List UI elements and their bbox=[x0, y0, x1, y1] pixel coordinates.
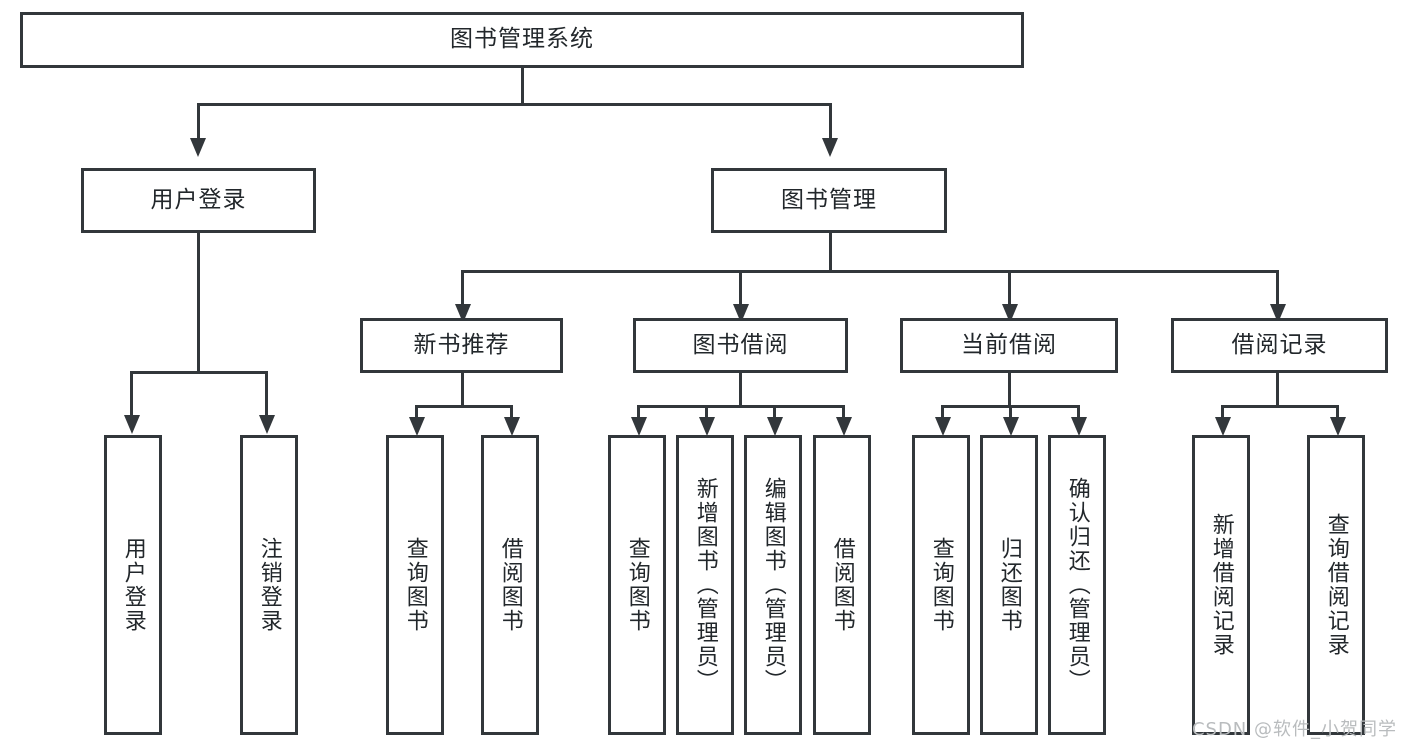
leaf-add-book-label: 新增图书（管理员） bbox=[692, 477, 718, 693]
leaf-query-book-1-label: 查询图书 bbox=[402, 537, 428, 633]
leaf-query-book-1[interactable]: 查询图书 bbox=[386, 435, 444, 735]
arrow-borrow-to-leaf2 bbox=[699, 417, 715, 436]
arrow-current-to-leaf2 bbox=[1003, 417, 1019, 436]
node-user-login[interactable]: 用户登录 bbox=[81, 168, 316, 233]
watermark: CSDN @软件_小贺同学 bbox=[1191, 719, 1397, 740]
edge-bookmgmt-to-c4 bbox=[1276, 270, 1279, 304]
arrow-login-to-leaf1 bbox=[124, 415, 140, 434]
leaf-confirm-return-label: 确认归还（管理员） bbox=[1064, 477, 1090, 693]
leaf-user-login-label: 用户登录 bbox=[120, 537, 146, 633]
edge-newbook-to-leaf2 bbox=[510, 405, 513, 417]
arrow-root-to-bookmgmt bbox=[822, 138, 838, 157]
arrow-newbook-to-leaf1 bbox=[409, 417, 425, 436]
node-new-book-recommend[interactable]: 新书推荐 bbox=[360, 318, 563, 373]
leaf-logout-label: 注销登录 bbox=[256, 537, 282, 633]
edge-record-to-leaf1 bbox=[1221, 405, 1224, 417]
leaf-edit-book-label: 编辑图书（管理员） bbox=[760, 477, 786, 693]
edge-newbook-stem bbox=[461, 373, 464, 405]
edge-current-to-leaf3 bbox=[1077, 405, 1080, 417]
leaf-add-record-label: 新增借阅记录 bbox=[1208, 513, 1234, 657]
node-root[interactable]: 图书管理系统 bbox=[20, 12, 1024, 68]
arrow-borrow-to-leaf3 bbox=[767, 417, 783, 436]
edge-root-bus bbox=[197, 103, 832, 106]
edge-bookmgmt-bus bbox=[461, 270, 1279, 273]
leaf-logout[interactable]: 注销登录 bbox=[240, 435, 298, 735]
leaf-return-book[interactable]: 归还图书 bbox=[980, 435, 1038, 735]
leaf-query-book-3-label: 查询图书 bbox=[928, 537, 954, 633]
leaf-edit-book[interactable]: 编辑图书（管理员） bbox=[744, 435, 802, 735]
edge-borrow-to-leaf1 bbox=[637, 405, 640, 417]
edge-newbook-bus bbox=[415, 405, 513, 408]
edge-current-stem bbox=[1008, 373, 1011, 405]
edge-borrow-to-leaf2 bbox=[705, 405, 708, 417]
edge-record-to-leaf2 bbox=[1336, 405, 1339, 417]
edge-record-bus bbox=[1221, 405, 1339, 408]
leaf-query-record-label: 查询借阅记录 bbox=[1323, 513, 1349, 657]
edge-root-stem bbox=[521, 68, 524, 103]
arrow-current-to-leaf3 bbox=[1071, 417, 1087, 436]
edge-bookmgmt-stem bbox=[829, 233, 832, 270]
arrow-borrow-to-leaf1 bbox=[631, 417, 647, 436]
node-current-borrow-label: 当前借阅 bbox=[961, 331, 1057, 358]
edge-login-to-leaf1 bbox=[130, 371, 133, 415]
arrow-borrow-to-leaf4 bbox=[836, 417, 852, 436]
leaf-borrow-book-1-label: 借阅图书 bbox=[497, 537, 523, 633]
leaf-query-record[interactable]: 查询借阅记录 bbox=[1307, 435, 1365, 735]
edge-current-to-leaf2 bbox=[1009, 405, 1012, 417]
arrow-login-to-leaf2 bbox=[259, 415, 275, 434]
node-book-management[interactable]: 图书管理 bbox=[711, 168, 947, 233]
node-book-borrow-label: 图书借阅 bbox=[692, 331, 789, 358]
edge-borrow-bus bbox=[637, 405, 845, 408]
node-current-borrow[interactable]: 当前借阅 bbox=[900, 318, 1118, 373]
leaf-borrow-book-1[interactable]: 借阅图书 bbox=[481, 435, 539, 735]
node-borrow-record-label: 借阅记录 bbox=[1231, 331, 1328, 358]
edge-login-to-leaf2 bbox=[265, 371, 268, 415]
node-book-management-label: 图书管理 bbox=[781, 186, 877, 213]
edge-root-to-login bbox=[197, 103, 200, 138]
edge-bookmgmt-to-c1 bbox=[461, 270, 464, 304]
leaf-add-record[interactable]: 新增借阅记录 bbox=[1192, 435, 1250, 735]
edge-bookmgmt-to-c2 bbox=[739, 270, 742, 304]
edge-borrow-to-leaf3 bbox=[773, 405, 776, 417]
arrow-record-to-leaf1 bbox=[1215, 417, 1231, 436]
leaf-add-book[interactable]: 新增图书（管理员） bbox=[676, 435, 734, 735]
node-user-login-label: 用户登录 bbox=[150, 186, 247, 213]
edge-bookmgmt-to-c3 bbox=[1008, 270, 1011, 304]
arrow-record-to-leaf2 bbox=[1330, 417, 1346, 436]
leaf-user-login[interactable]: 用户登录 bbox=[104, 435, 162, 735]
node-borrow-record[interactable]: 借阅记录 bbox=[1171, 318, 1388, 373]
leaf-borrow-book-2[interactable]: 借阅图书 bbox=[813, 435, 871, 735]
leaf-query-book-3[interactable]: 查询图书 bbox=[912, 435, 970, 735]
arrow-current-to-leaf1 bbox=[935, 417, 951, 436]
node-root-label: 图书管理系统 bbox=[450, 26, 594, 53]
edge-newbook-to-leaf1 bbox=[415, 405, 418, 417]
edge-record-stem bbox=[1276, 373, 1279, 405]
leaf-query-book-2[interactable]: 查询图书 bbox=[608, 435, 666, 735]
edge-root-to-bookmgmt bbox=[829, 103, 832, 138]
leaf-confirm-return[interactable]: 确认归还（管理员） bbox=[1048, 435, 1106, 735]
node-book-borrow[interactable]: 图书借阅 bbox=[633, 318, 848, 373]
node-new-book-recommend-label: 新书推荐 bbox=[413, 331, 510, 358]
leaf-return-book-label: 归还图书 bbox=[996, 537, 1022, 633]
leaf-query-book-2-label: 查询图书 bbox=[624, 537, 650, 633]
leaf-borrow-book-2-label: 借阅图书 bbox=[829, 537, 855, 633]
arrow-root-to-login bbox=[190, 138, 206, 157]
edge-login-stem bbox=[197, 233, 200, 371]
edge-current-to-leaf1 bbox=[941, 405, 944, 417]
edge-login-bus bbox=[130, 371, 268, 374]
arrow-newbook-to-leaf2 bbox=[504, 417, 520, 436]
edge-borrow-to-leaf4 bbox=[842, 405, 845, 417]
edge-borrow-stem bbox=[739, 373, 742, 405]
